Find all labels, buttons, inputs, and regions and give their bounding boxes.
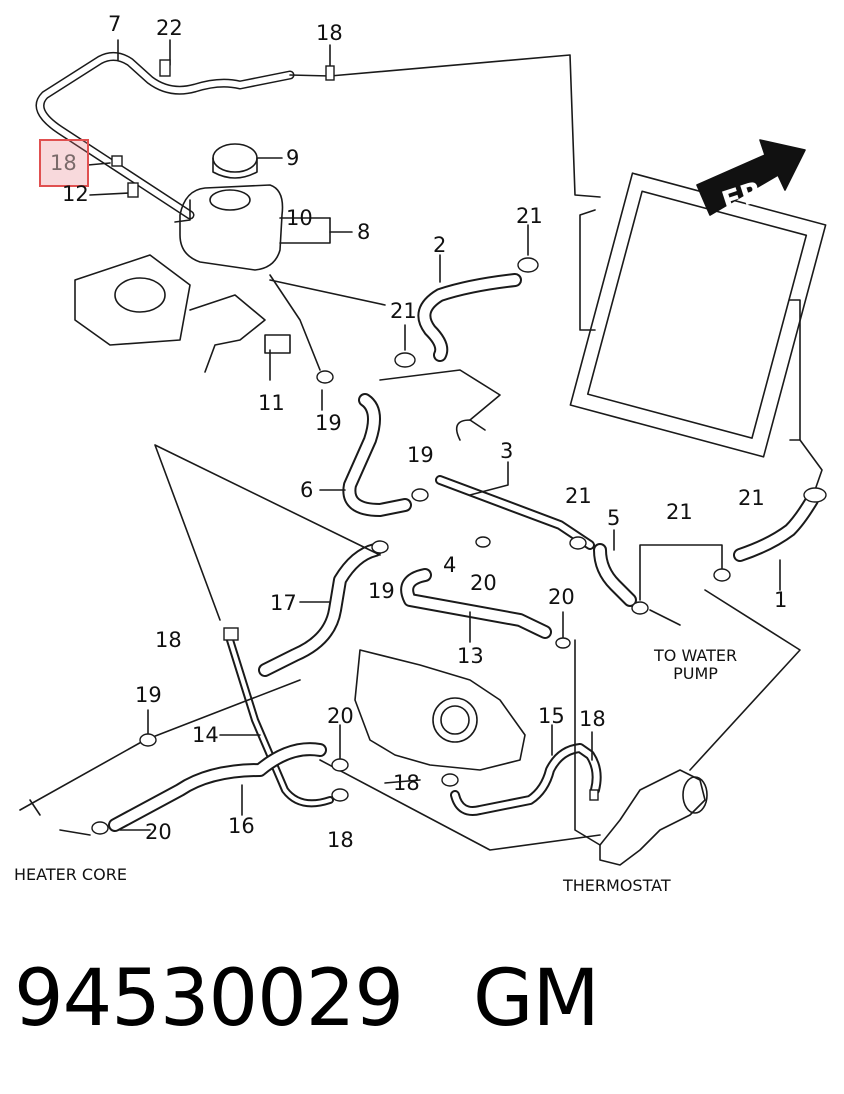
part-number: 94530029 [14, 954, 404, 1044]
callout-13: 13 [457, 644, 484, 668]
reservoir-cap [212, 143, 258, 173]
callout-11: 11 [258, 391, 285, 415]
callout-14: 14 [192, 723, 219, 747]
callout-20: 20 [145, 820, 172, 844]
callout-12: 12 [62, 182, 89, 206]
callout-18: 18 [393, 771, 420, 795]
callout-21: 21 [390, 299, 417, 323]
callout-7: 7 [108, 12, 122, 36]
callout-21: 21 [666, 500, 693, 524]
callout-1: 1 [774, 588, 788, 612]
callout-5: 5 [607, 506, 621, 530]
callout-15: 15 [538, 704, 565, 728]
callout-3: 3 [500, 439, 514, 463]
callout-21: 21 [738, 486, 765, 510]
heater-core-label: HEATER CORE [14, 865, 127, 884]
callout-9: 9 [286, 146, 300, 170]
callout-21: 21 [565, 484, 592, 508]
callout-19: 19 [407, 443, 434, 467]
callout-20: 20 [548, 585, 575, 609]
callout-18: 18 [155, 628, 182, 652]
callout-19: 19 [368, 579, 395, 603]
callout-8: 8 [357, 220, 371, 244]
front-arrow [696, 139, 806, 216]
callout-18: 18 [579, 707, 606, 731]
callout-10: 10 [286, 206, 313, 230]
callout-17: 17 [270, 591, 297, 615]
throttle-body [354, 649, 526, 771]
cooling-system-exploded-diagram [19, 39, 827, 866]
to-water-pump-label: TO WATER PUMP [654, 646, 738, 683]
callout-6: 6 [300, 478, 314, 502]
callout-21: 21 [516, 204, 543, 228]
callout-18: 18 [316, 21, 343, 45]
callout-18: 18 [327, 828, 354, 852]
callout-4: 4 [443, 553, 457, 577]
thermostat-label: THERMOSTAT [563, 876, 671, 895]
callout-22: 22 [156, 16, 183, 40]
highlight-box [39, 139, 89, 187]
callout-16: 16 [228, 814, 255, 838]
callout-2: 2 [433, 233, 447, 257]
brand-name: GM [473, 954, 600, 1044]
part-footer: 94530029 GM [14, 954, 600, 1044]
callout-18-highlighted: 18 [50, 151, 77, 175]
coolant-reservoir [179, 184, 284, 271]
thermostat-housing [599, 769, 706, 866]
callout-20: 20 [470, 571, 497, 595]
callout-19: 19 [135, 683, 162, 707]
callout-20: 20 [327, 704, 354, 728]
callout-19: 19 [315, 411, 342, 435]
